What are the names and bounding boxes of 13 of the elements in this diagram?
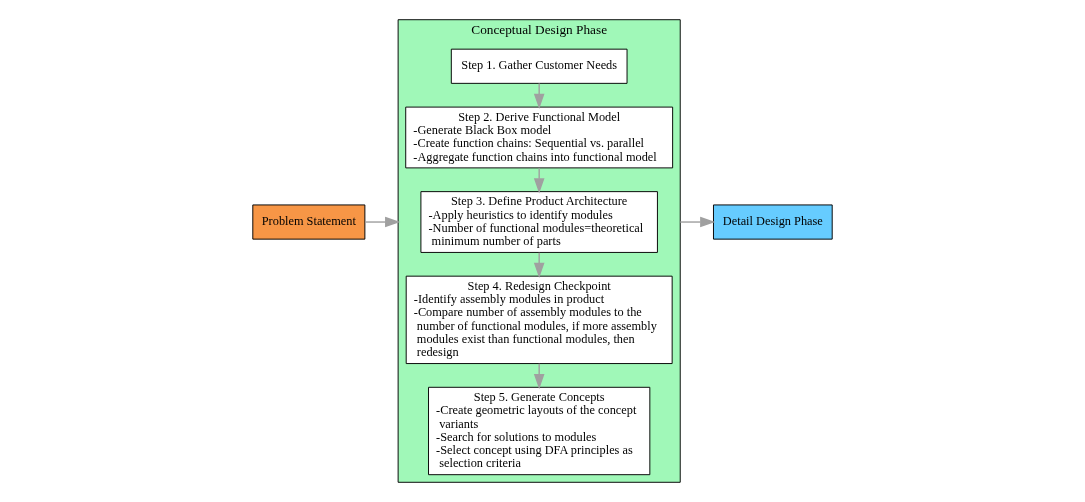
node-box: Step 5. Generate Concepts -Create geometric layouts of the concept variants -Search for solutions to modules -Select concept using DFA principles as selection criteria bbox=[428, 386, 651, 476]
arrow bbox=[679, 216, 716, 228]
arrow bbox=[533, 82, 545, 110]
node-box: Step 2. Derive Functional Model -Generate Black Box model -Create function chains: Sequential vs. parallel -Aggregate function chains into functional model bbox=[405, 106, 674, 169]
node-box: Problem Statement bbox=[252, 204, 366, 240]
node-box: Step 1. Gather Customer Needs bbox=[450, 48, 628, 84]
node-box: Step 4. Redesign Checkpoint -Identify assembly modules in product -Compare number of assembly modules to the number of functional modules, if more assembly modules exist than functional modules, then redesign bbox=[405, 275, 673, 365]
arrow bbox=[533, 252, 545, 279]
node-box: Step 3. Define Product Architecture -Apply heuristics to identify modules -Number of functional modules=theoretical minimum number of parts bbox=[420, 191, 658, 253]
arrow bbox=[533, 363, 545, 390]
arrow bbox=[533, 167, 545, 194]
arrow bbox=[364, 216, 401, 228]
node-box: Detail Design Phase bbox=[713, 204, 833, 240]
